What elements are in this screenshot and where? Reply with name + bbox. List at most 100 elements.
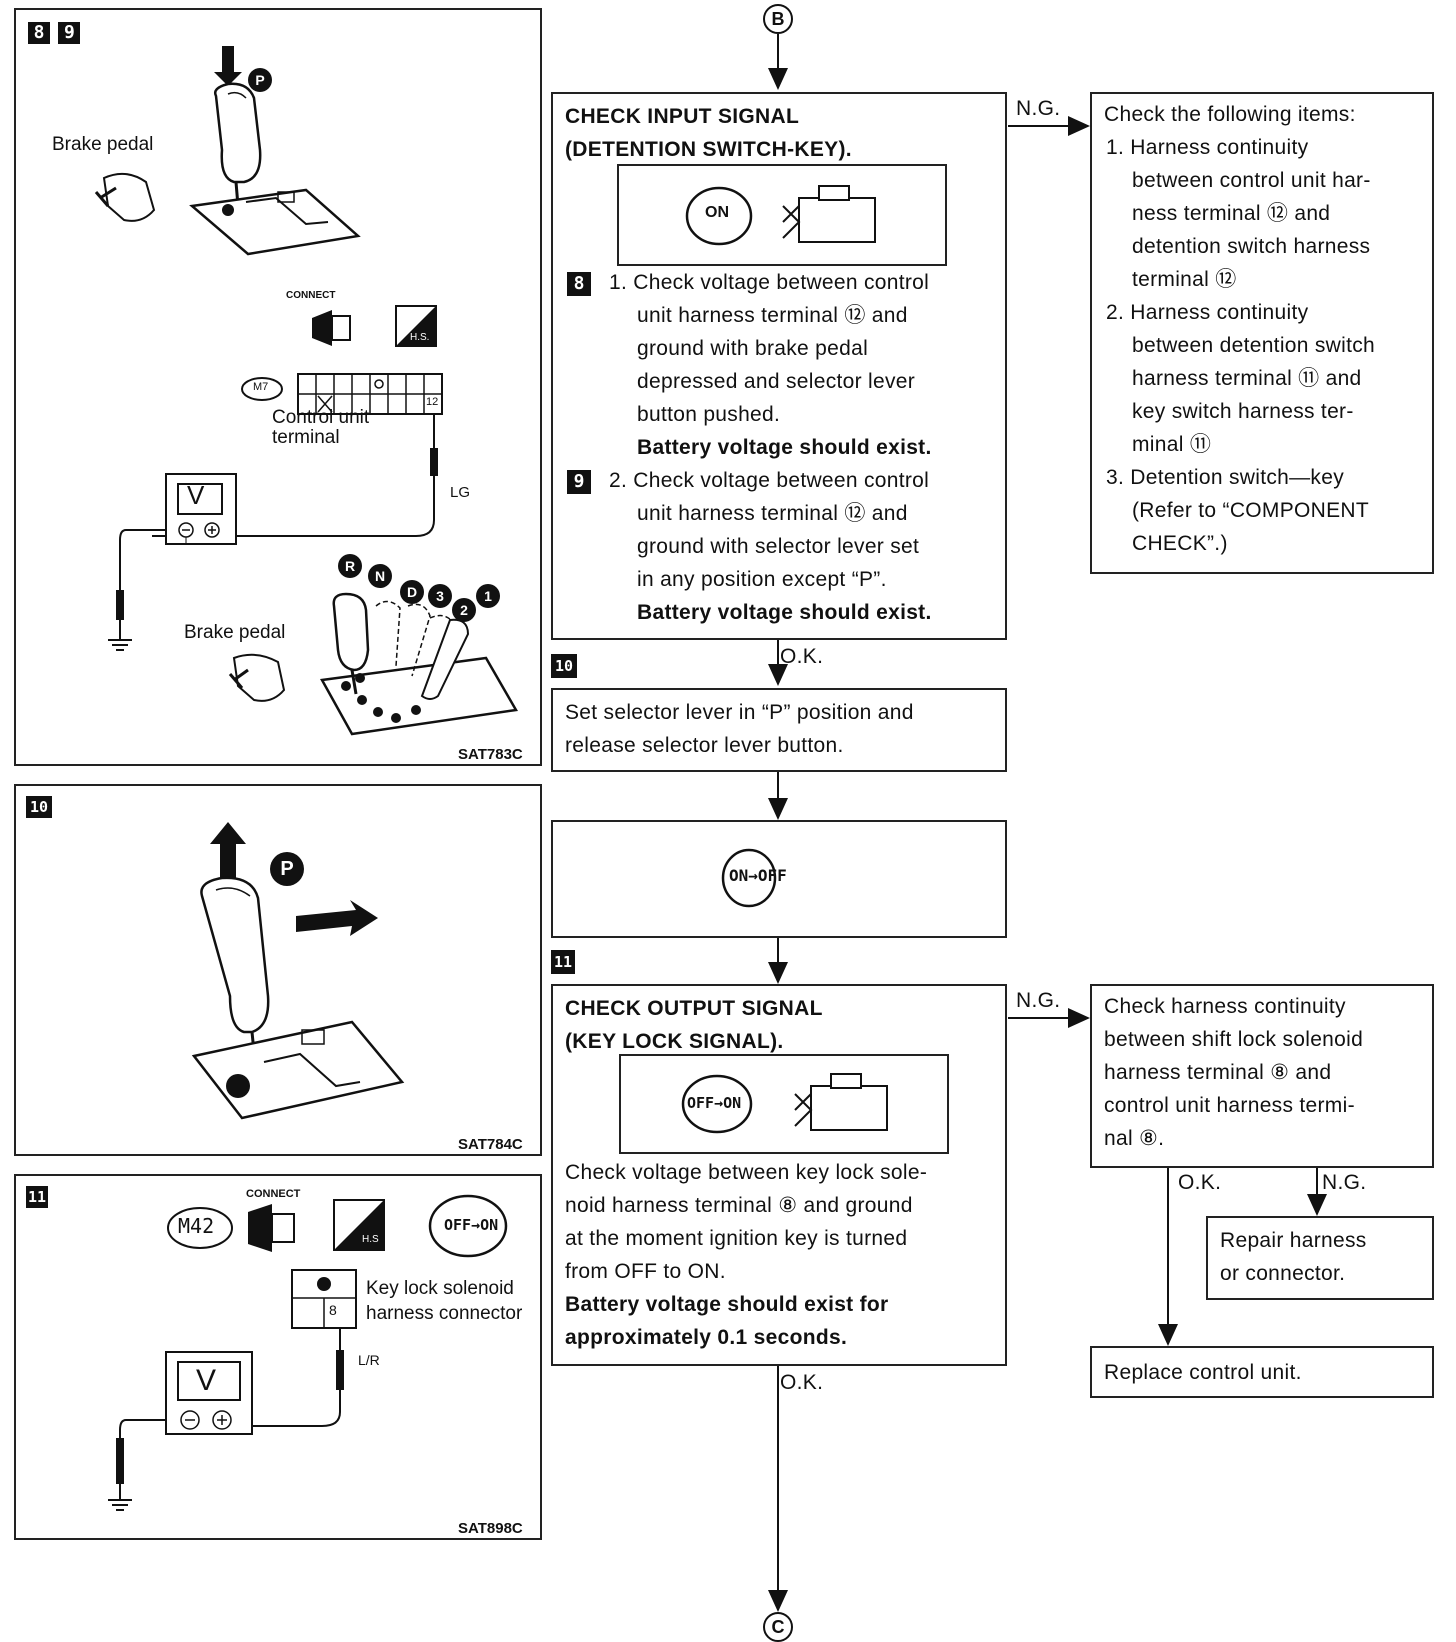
connect-label-2: CONNECT: [246, 1188, 301, 1200]
gear-2: 2: [452, 598, 476, 622]
set-selector-lever-box: Set selector lever in “P” position and r…: [551, 688, 1007, 772]
ignition-off-on-image: OFF→ON: [619, 1054, 949, 1154]
ng1-line-10: key switch harness ter-: [1132, 400, 1354, 423]
step10-line-1: Set selector lever in “P” position and: [565, 701, 914, 724]
output-line-4: from OFF to ON.: [565, 1260, 726, 1283]
ignition-off-box: ON→OFF: [551, 820, 1007, 938]
ng1-line-4: ness terminal ⑫ and: [1132, 202, 1331, 225]
step10-line-2: release selector lever button.: [565, 734, 844, 757]
figure-panel-11: 11 M42 CONNECT H.S OFF→ON 8 Key lock sol…: [14, 1174, 542, 1540]
gear-d: D: [400, 580, 424, 604]
voltmeter-v: V: [187, 480, 205, 510]
figure-panel-10: 10 P SAT784C: [14, 784, 542, 1156]
item1-line-2: unit harness terminal ⑫ and: [637, 304, 908, 327]
item2-line-4: in any position except “P”.: [637, 568, 887, 591]
ng-harness-continuity-box: Check harness continuity between shift l…: [1090, 984, 1434, 1168]
gear-3: 3: [428, 584, 452, 608]
gear-1: 1: [476, 584, 500, 608]
check-input-title-1: CHECK INPUT SIGNAL: [565, 105, 800, 128]
ng-label-1: N.G.: [1016, 97, 1061, 120]
output-line-3: at the moment ignition key is turned: [565, 1227, 908, 1250]
ignition-on-image: ON: [617, 164, 947, 266]
connector-id-m42: M42: [178, 1214, 215, 1238]
item2-line-2: unit harness terminal ⑫ and: [637, 502, 908, 525]
ng1-line-9: harness terminal ⑪ and: [1132, 367, 1362, 390]
wire-lg: LG: [450, 484, 471, 501]
repair-harness-box: Repair harness or connector.: [1206, 1216, 1434, 1300]
item1-line-3: ground with brake pedal: [637, 337, 869, 360]
brake-pedal-label-1: Brake pedal: [52, 134, 154, 155]
output-result-1: Battery voltage should exist for: [565, 1293, 889, 1316]
ok-label-1: O.K.: [780, 645, 824, 668]
ng1-line-6: terminal ⑫: [1132, 268, 1237, 291]
gear-n: N: [368, 564, 392, 588]
output-result-2: approximately 0.1 seconds.: [565, 1326, 848, 1349]
gear-r: R: [338, 554, 362, 578]
ng1-line-3: between control unit har-: [1132, 169, 1371, 192]
ng1-line-2: 1. Harness continuity: [1106, 136, 1309, 159]
shifter-park-illustration: [191, 822, 405, 1120]
step10-badge: 10: [551, 654, 577, 678]
item2-line-1: 2. Check voltage between control: [609, 469, 930, 492]
step-badge-8: 8: [28, 22, 50, 44]
ng2-line-1: Check harness continuity: [1104, 995, 1346, 1018]
output-line-1: Check voltage between key lock sole-: [565, 1161, 928, 1184]
ng1-line-13: (Refer to “COMPONENT: [1132, 499, 1370, 522]
replace-text: Replace control unit.: [1104, 1361, 1302, 1384]
check-output-title-1: CHECK OUTPUT SIGNAL: [565, 997, 823, 1020]
ok-label-3: O.K.: [1178, 1171, 1222, 1194]
ng2-line-3: harness terminal ⑧ and: [1104, 1061, 1332, 1084]
check-output-signal-box: CHECK OUTPUT SIGNAL (KEY LOCK SIGNAL). O…: [551, 984, 1007, 1366]
ok-label-2: O.K.: [780, 1371, 824, 1394]
key-off-on-label: OFF→ON: [687, 1094, 742, 1112]
key-off-on-engine-icon: [681, 1073, 888, 1134]
ng2-line-2: between shift lock solenoid: [1104, 1028, 1364, 1051]
gear-badges: R N D 3 2 1: [338, 554, 858, 622]
figure-code-sat784c: SAT784C: [458, 1136, 523, 1153]
check-input-signal-box: CHECK INPUT SIGNAL (DETENTION SWITCH-KEY…: [551, 92, 1007, 640]
key-on-engine-icon: [685, 185, 876, 246]
figure-panel-8-9: 8 9: [14, 8, 542, 766]
step-badge-11: 11: [26, 1186, 48, 1208]
check-input-title-2: (DETENTION SWITCH-KEY).: [565, 138, 852, 161]
key-on-off-icon: [721, 848, 777, 908]
ng-label-3: N.G.: [1322, 1171, 1367, 1194]
pin-12: 12: [426, 396, 439, 408]
ng1-line-7: 2. Harness continuity: [1106, 301, 1309, 324]
item2-line-3: ground with selector lever set: [637, 535, 920, 558]
step-badge-9: 9: [58, 22, 81, 44]
output-line-2: noid harness terminal ⑧ and ground: [565, 1194, 913, 1217]
figure-code-sat783c: SAT783C: [458, 746, 523, 763]
brake-pedal-label-2: Brake pedal: [184, 622, 286, 643]
wire-lr: L/R: [358, 1352, 380, 1368]
p-badge: P: [248, 68, 272, 92]
key-lock-test-illustration: [108, 1194, 508, 1511]
figure-code-sat898c: SAT898C: [458, 1520, 523, 1537]
item1-line-5: button pushed.: [637, 403, 781, 426]
ng1-line-11: minal ⑪: [1132, 433, 1212, 456]
check-output-title-2: (KEY LOCK SIGNAL).: [565, 1030, 784, 1053]
step-badge-10: 10: [26, 796, 52, 818]
ng1-line-14: CHECK”.): [1132, 532, 1228, 555]
repair-line-1: Repair harness: [1220, 1229, 1367, 1252]
ng1-line-12: 3. Detention switch—key: [1106, 466, 1345, 489]
pin-8: 8: [329, 1302, 337, 1318]
item1-line-1: 1. Check voltage between control: [609, 271, 930, 294]
replace-control-unit-box: Replace control unit.: [1090, 1346, 1434, 1398]
step8-badge: 8: [567, 272, 591, 296]
ng2-line-4: control unit harness termi-: [1104, 1094, 1355, 1117]
item2-result: Battery voltage should exist.: [637, 601, 932, 624]
step-badges: 8 9: [28, 22, 81, 44]
p-badge-large: P: [270, 852, 304, 886]
ng-check-items-box: Check the following items: 1. Harness co…: [1090, 92, 1434, 574]
step9-badge: 9: [567, 470, 591, 494]
hs-label: H.S.: [410, 332, 430, 343]
ng1-line-8: between detention switch: [1132, 334, 1376, 357]
connector-id-m7: M7: [253, 381, 269, 393]
connector-c: C: [763, 1612, 793, 1642]
item1-line-4: depressed and selector lever: [637, 370, 916, 393]
shifter-illustration: [94, 46, 519, 736]
connect-label: CONNECT: [286, 290, 336, 301]
key-lock-connector-label: Key lock solenoid harness connector: [366, 1278, 523, 1324]
